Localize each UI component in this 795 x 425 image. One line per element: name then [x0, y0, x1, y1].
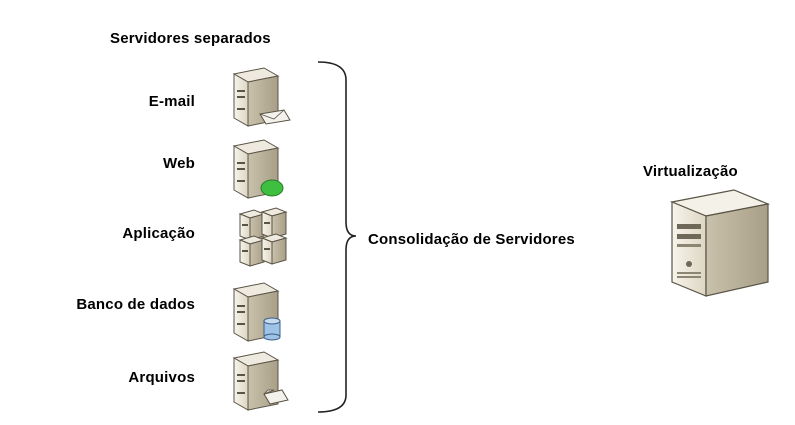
database-label: Banco de dados [76, 296, 195, 313]
email-label: E-mail [148, 93, 195, 110]
application-server-icon [238, 207, 288, 267]
virtualization-server-icon [669, 189, 771, 297]
virtualization-label: Virtualização [643, 163, 738, 180]
database-server-icon [232, 282, 281, 342]
consolidation-label: Consolidação de Servidores [368, 231, 575, 248]
grouping-brace [317, 61, 357, 413]
web-label: Web [163, 155, 195, 172]
files-label: Arquivos [128, 369, 195, 386]
web-server-icon [232, 139, 284, 199]
application-label: Aplicação [122, 225, 195, 242]
mail-server-icon [232, 67, 291, 127]
file-server-icon [232, 351, 289, 411]
separate-servers-title: Servidores separados [110, 30, 271, 47]
